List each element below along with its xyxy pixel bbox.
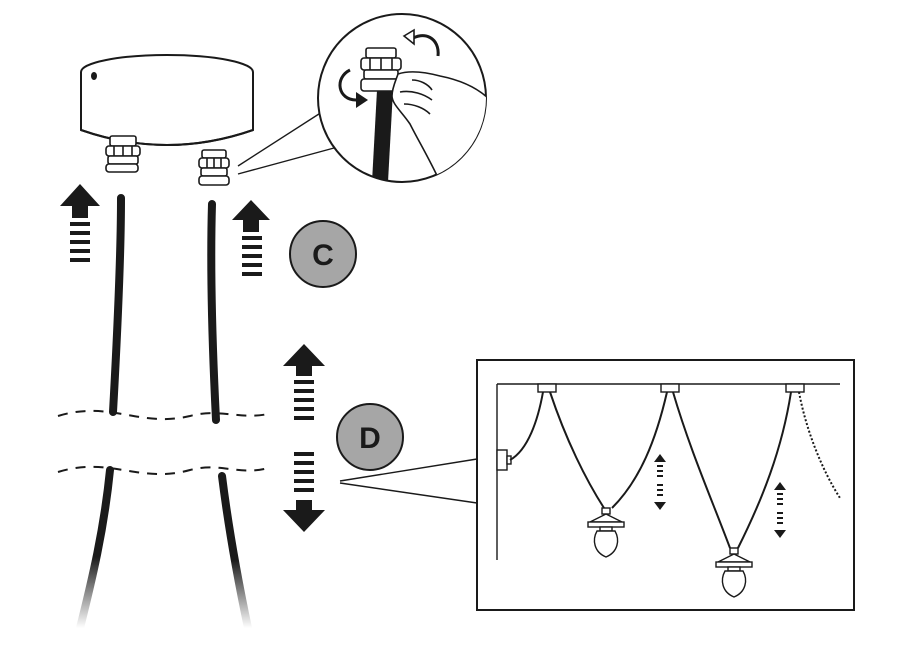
arrow-double-icon xyxy=(654,454,666,510)
mini-canopy xyxy=(537,383,805,393)
screw-hole-icon xyxy=(91,72,97,80)
step-badge-d: D xyxy=(336,403,404,471)
pendant-lamp-icon xyxy=(715,547,753,598)
arrow-double-icon xyxy=(774,482,786,538)
arrow-double-icon xyxy=(283,344,325,532)
inset-cables xyxy=(509,391,841,549)
step-label-c: C xyxy=(312,239,334,272)
detail-zoom-tighten xyxy=(237,13,487,183)
callout-pointer xyxy=(339,458,478,504)
installation-example-inset xyxy=(476,359,855,611)
cable-gland-right xyxy=(198,149,230,186)
rotate-arrow-icon xyxy=(402,28,440,57)
cable-gland-left xyxy=(105,135,141,173)
step-label-d: D xyxy=(359,422,381,455)
ceiling-canopy xyxy=(80,54,254,146)
cable-left xyxy=(76,194,125,632)
step-badge-c: C xyxy=(289,220,357,288)
pendant-lamp-icon xyxy=(587,507,625,558)
arrow-up-icon xyxy=(60,184,100,262)
rotate-arrow-icon xyxy=(338,68,368,108)
arrow-up-icon xyxy=(232,200,270,276)
cable-right xyxy=(207,200,252,632)
cable-break-lines xyxy=(57,409,269,476)
